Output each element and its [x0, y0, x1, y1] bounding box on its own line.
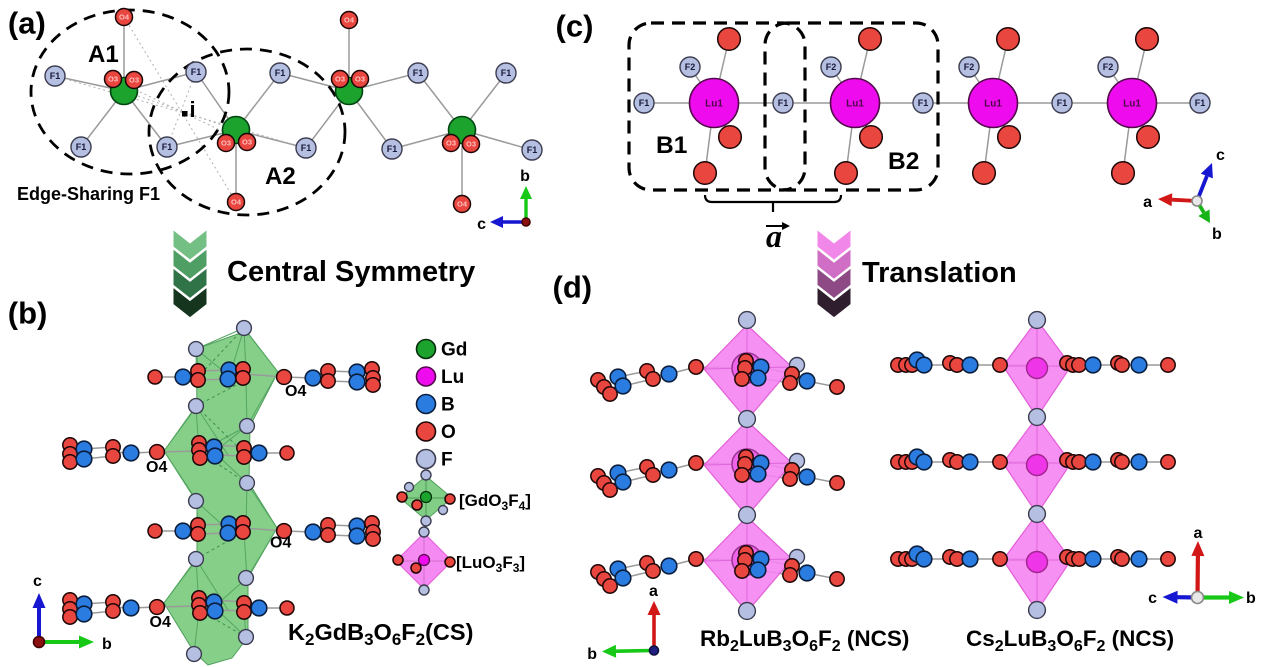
svg-text:F2: F2	[685, 62, 696, 72]
svg-text:F1: F1	[387, 144, 398, 154]
svg-text:Cs2LuB3O6F2 (NCS): Cs2LuB3O6F2 (NCS)	[966, 626, 1174, 655]
svg-text:A2: A2	[265, 163, 296, 190]
svg-text:F1: F1	[301, 143, 312, 153]
svg-text:A1: A1	[88, 41, 119, 68]
svg-text:O4: O4	[231, 198, 242, 207]
svg-text:F1: F1	[527, 145, 538, 155]
svg-text:a: a	[766, 218, 782, 254]
svg-text:[LuO3F3]: [LuO3F3]	[456, 553, 525, 575]
svg-text:O3: O3	[108, 75, 118, 84]
svg-text:F1: F1	[1057, 98, 1068, 108]
svg-text:b: b	[1246, 590, 1256, 607]
svg-text:(b): (b)	[8, 296, 48, 331]
svg-text:b: b	[587, 646, 597, 663]
svg-text:B1: B1	[656, 132, 687, 159]
svg-text:F1: F1	[413, 68, 424, 78]
svg-text:F1: F1	[918, 98, 929, 108]
svg-text:Central Symmetry: Central Symmetry	[227, 256, 475, 288]
svg-text:Rb2LuB3O6F2 (NCS): Rb2LuB3O6F2 (NCS)	[700, 626, 909, 655]
svg-text:O4: O4	[270, 535, 291, 552]
svg-text:O3: O3	[446, 139, 456, 148]
svg-text:O3: O3	[466, 140, 476, 149]
svg-text:a: a	[649, 583, 658, 600]
svg-text:O3: O3	[355, 75, 365, 84]
svg-text:O4: O4	[344, 16, 355, 25]
svg-text:Lu1: Lu1	[705, 99, 723, 110]
svg-text:O3: O3	[242, 138, 252, 147]
svg-text:c: c	[477, 216, 486, 233]
svg-text:B: B	[441, 395, 455, 416]
svg-text:B2: B2	[888, 148, 919, 175]
svg-text:O4: O4	[285, 383, 306, 400]
svg-text:F1: F1	[191, 67, 202, 77]
svg-text:F1: F1	[778, 98, 789, 108]
svg-text:(d): (d)	[553, 270, 593, 305]
svg-text:O4: O4	[457, 200, 468, 209]
svg-text:c: c	[1148, 590, 1157, 607]
svg-text:F: F	[441, 450, 453, 471]
svg-text:F2: F2	[1103, 62, 1114, 72]
svg-text:O3: O3	[221, 139, 231, 148]
svg-text:F2: F2	[964, 62, 975, 72]
svg-text:Edge-Sharing F1: Edge-Sharing F1	[17, 184, 160, 204]
svg-text:F1: F1	[501, 68, 512, 78]
svg-text:K2GdB3O6F2(CS): K2GdB3O6F2(CS)	[288, 619, 473, 649]
svg-text:F1: F1	[162, 142, 173, 152]
svg-text:F2: F2	[826, 62, 837, 72]
svg-text:c: c	[33, 573, 42, 590]
svg-text:i: i	[190, 97, 196, 122]
svg-text:Lu1: Lu1	[846, 99, 864, 110]
svg-text:Lu1: Lu1	[1123, 99, 1141, 110]
svg-text:O: O	[441, 422, 456, 443]
svg-text:O4: O4	[119, 13, 130, 22]
svg-text:O3: O3	[129, 76, 139, 85]
svg-text:b: b	[102, 636, 112, 653]
svg-text:O4: O4	[146, 459, 167, 476]
svg-text:F1: F1	[639, 98, 650, 108]
svg-text:F1: F1	[76, 142, 87, 152]
svg-text:F1: F1	[275, 68, 286, 78]
svg-text:Translation: Translation	[862, 257, 1017, 289]
svg-text:Lu: Lu	[441, 367, 464, 388]
svg-text:a: a	[1194, 525, 1203, 542]
svg-text:Lu1: Lu1	[984, 99, 1002, 110]
svg-text:O3: O3	[335, 75, 345, 84]
svg-text:F1: F1	[50, 71, 61, 81]
svg-text:O4: O4	[150, 614, 171, 631]
svg-text:(c): (c)	[556, 9, 594, 44]
svg-text:b: b	[520, 168, 530, 185]
svg-text:b: b	[1212, 226, 1222, 243]
svg-text:Gd: Gd	[441, 340, 467, 361]
svg-text:F1: F1	[1195, 98, 1206, 108]
svg-text:(a): (a)	[8, 6, 46, 41]
svg-text:[GdO3F4]: [GdO3F4]	[459, 491, 531, 513]
svg-text:c: c	[1216, 147, 1225, 164]
svg-text:a: a	[1143, 194, 1152, 211]
